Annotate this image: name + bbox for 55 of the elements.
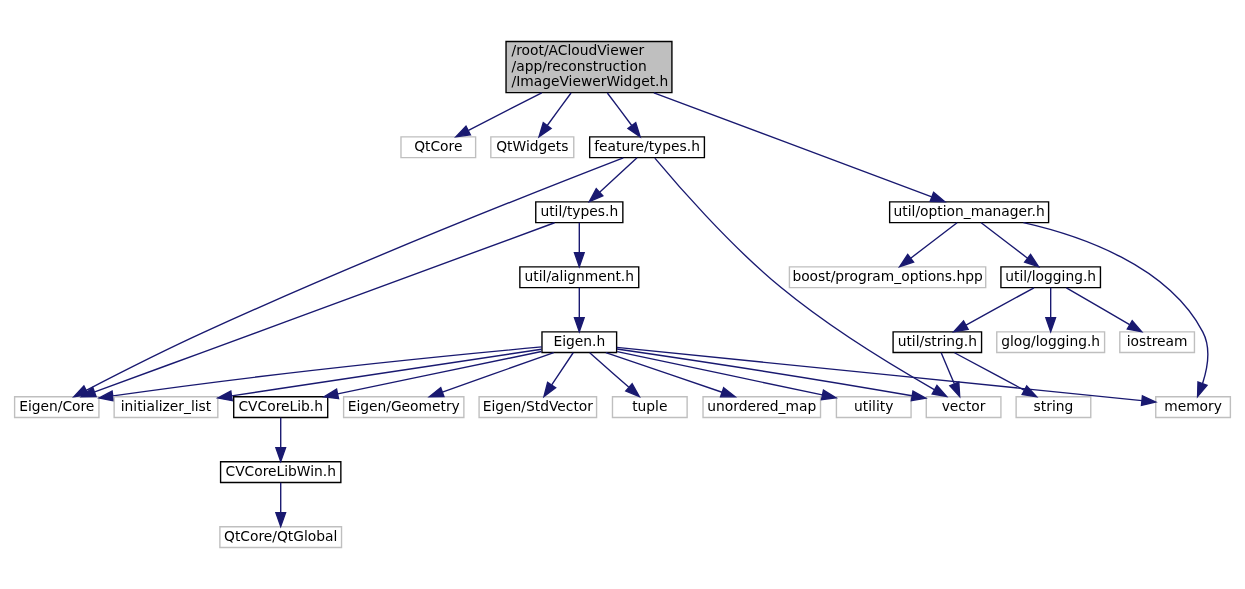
arrow [940,352,961,399]
node-box: unordered_map [702,396,822,419]
node-box: tuple [611,396,688,419]
arrow [654,157,949,398]
arrow [605,351,738,398]
arrow [79,222,556,398]
arrow [653,92,947,203]
node-box: util/option_manager.h [888,201,1050,224]
node-box: util/types.h [535,201,624,224]
arrow [215,348,543,402]
node-box: Eigen/Core [13,396,100,419]
arrow [542,352,574,399]
arrow [1065,287,1144,333]
arrow [951,287,1035,333]
arrow [589,352,641,398]
arrow [274,417,287,464]
arrow [606,92,642,139]
arrow [427,351,555,398]
node-box: boost/program_options.hpp [788,266,987,289]
node-box: QtWidgets [490,136,575,159]
arrow [980,222,1041,268]
arrow [898,222,958,268]
node-box: util/alignment.h [519,266,640,289]
arrow [616,350,839,401]
node-box: iostream [1119,331,1196,354]
node-box: /root/ACloudViewer /app/reconstruction /ImageViewerWidget.h [505,40,673,94]
node-box: util/logging.h [1000,266,1102,289]
arrow [537,92,572,139]
arrow [1044,287,1057,334]
arrow [573,287,586,334]
node-box: CVCoreLib.h [233,396,329,419]
node-box: Eigen.h [541,331,618,354]
arrow [454,92,543,138]
node-box: CVCoreLibWin.h [219,461,342,484]
node-box: Eigen/Geometry [342,396,465,419]
node-box: feature/types.h [588,136,706,159]
arrow [616,348,928,402]
arrow [1022,222,1209,399]
node-box: Eigen/StdVector [478,396,598,419]
node-box: glog/logging.h [996,331,1106,354]
arrow [573,222,586,269]
node-box: string [1015,396,1092,419]
arrow [587,157,638,204]
node-box: memory [1155,396,1232,419]
node-box: utility [835,396,912,419]
arrow [616,346,1158,407]
arrow [274,482,287,529]
node-box: util/string.h [892,331,983,354]
node-box: QtCore/QtGlobal [219,526,343,549]
arrow [321,350,543,400]
arrow [97,346,543,402]
node-box: initializer_list [113,396,219,419]
node-box: QtCore [400,136,477,159]
arrow [953,352,1039,398]
node-box: vector [925,396,1002,419]
